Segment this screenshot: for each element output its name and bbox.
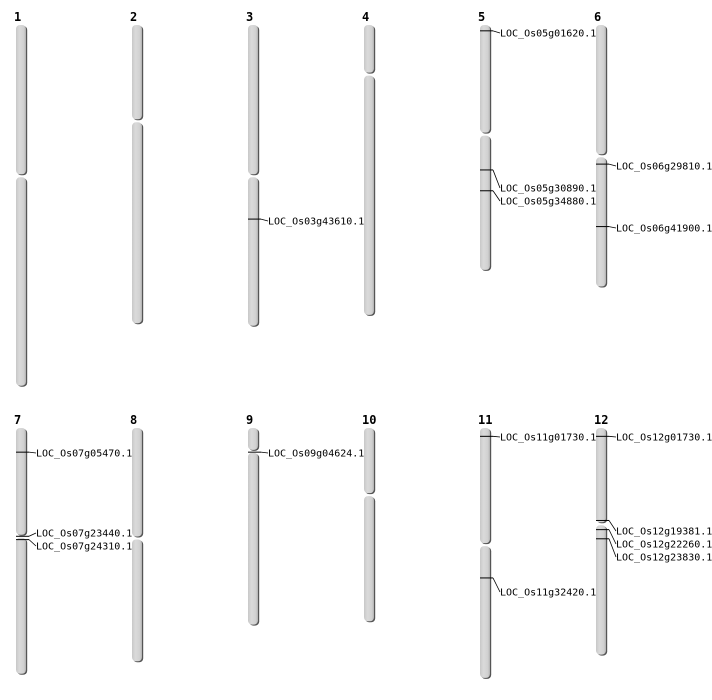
chromosome-short-arm [16,428,26,535]
chromosome-number: 12 [594,413,608,427]
chromosome-number: 7 [14,413,21,427]
chromosome-short-arm [480,428,490,544]
chromosome-short-arm [364,25,374,73]
marker-label: LOC_Os09g04624.1 [268,449,364,460]
chromosome-number: 9 [246,413,253,427]
chromosome-long-arm [248,177,258,326]
marker-label: LOC_Os05g01620.1 [500,29,596,40]
marker-label: LOC_Os07g23440.1 [36,529,132,540]
marker-leader [608,226,617,229]
marker-label: LOC_Os12g19381.1 [616,527,712,538]
chromosome-number: 11 [478,413,492,427]
chromosome-number: 6 [594,10,601,24]
marker-leader [28,451,37,454]
chromosome-long-arm [480,546,490,678]
chromosome-number: 1 [14,10,21,24]
marker-leader [260,218,269,222]
marker-label: LOC_Os06g41900.1 [616,224,712,235]
marker-leader [28,532,37,537]
chromosome-long-arm [596,157,606,287]
marker-leader [608,538,617,558]
chromosome-number: 8 [130,413,137,427]
chromosome-short-arm [364,428,374,494]
marker-leader [492,190,501,202]
marker-leader [608,520,617,532]
marker-label: LOC_Os05g30890.1 [500,184,596,195]
chromosome-long-arm [132,122,142,324]
chromosome-short-arm [596,25,606,155]
marker-label: LOC_Os11g01730.1 [500,433,596,444]
marker-label: LOC_Os05g34880.1 [500,197,596,208]
marker-label: LOC_Os11g32420.1 [500,588,596,599]
chromosome-long-arm [596,525,606,655]
marker-leader [260,451,269,454]
chromosome-number: 4 [362,10,369,24]
chromosome-number: 10 [362,413,376,427]
chromosome-short-arm [248,25,258,175]
marker-label: LOC_Os06g29810.1 [616,162,712,173]
chromosome-long-arm [16,537,26,674]
marker-label: LOC_Os03g43610.1 [268,217,364,228]
marker-leader [608,435,617,438]
chromosome-number: 2 [130,10,137,24]
marker-leader [492,169,501,189]
chromosome-short-arm [16,25,26,175]
marker-label: LOC_Os07g05470.1 [36,449,132,460]
marker-leader [608,163,617,167]
chromosome-number: 5 [478,10,485,24]
chromosome-number: 3 [246,10,253,24]
marker-leader [492,435,501,438]
chromosome-long-arm [364,75,374,315]
marker-label: LOC_Os12g23830.1 [616,553,712,564]
chromosome-long-arm [132,539,142,662]
chromosome-long-arm [480,135,490,270]
marker-leader [492,30,501,34]
chromosome-short-arm [248,428,258,450]
marker-leader [28,539,37,547]
marker-label: LOC_Os12g01730.1 [616,433,712,444]
marker-label: LOC_Os07g24310.1 [36,542,132,553]
marker-leader [492,577,501,593]
chromosome-long-arm [364,496,374,622]
chromosome-long-arm [248,452,258,625]
chromosome-short-arm [596,428,606,523]
marker-label: LOC_Os12g22260.1 [616,540,712,551]
marker-leader [608,529,617,545]
chromosome-long-arm [16,177,26,386]
chromosome-short-arm [480,25,490,133]
chromosome-short-arm [132,428,142,537]
chromosome-short-arm [132,25,142,120]
